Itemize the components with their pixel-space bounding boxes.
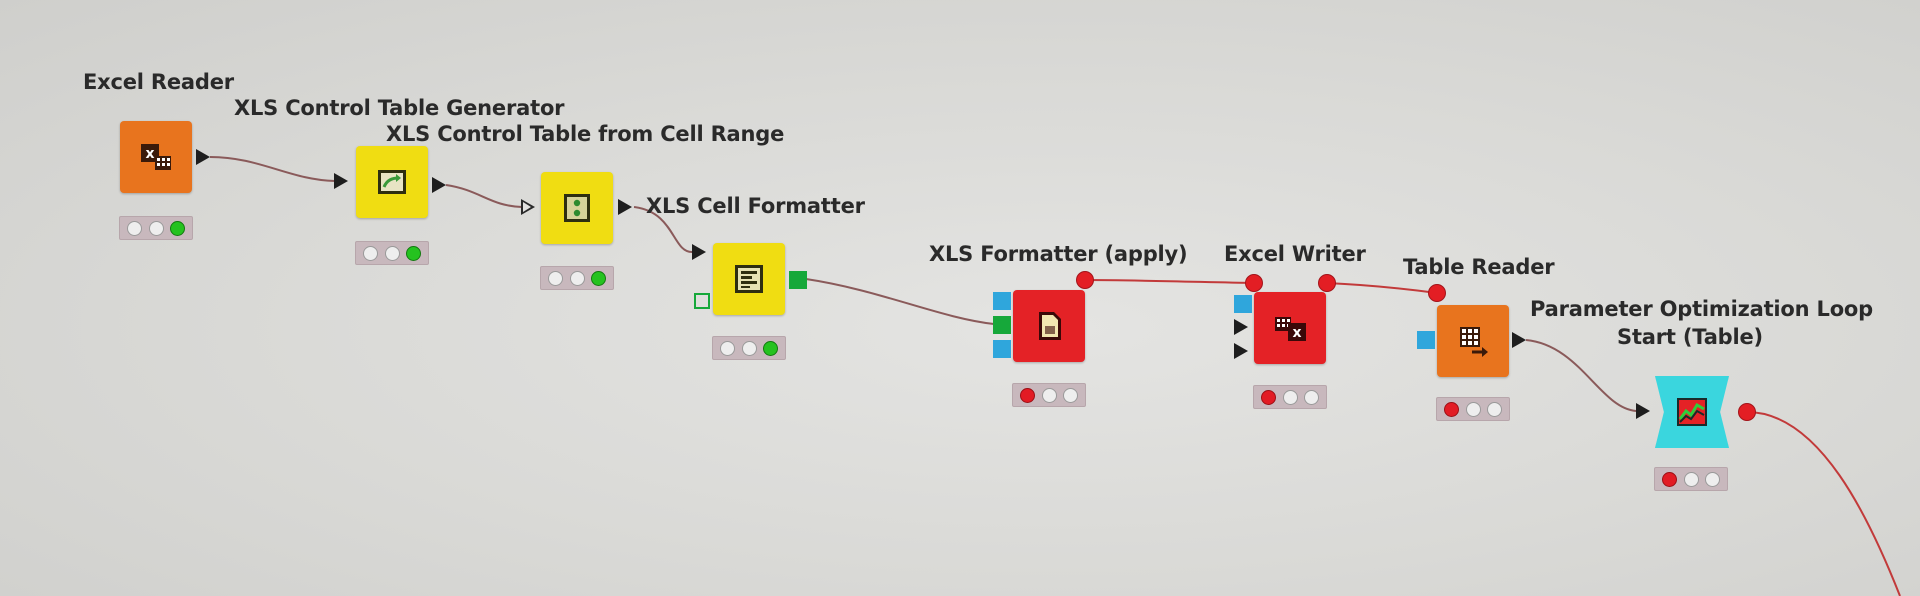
status-light-green-off xyxy=(1063,387,1079,403)
output-port-xls-control-table-from-cell-range[interactable] xyxy=(618,199,632,215)
status-light-yellow-off xyxy=(569,270,585,286)
status-light-green-on xyxy=(406,245,422,261)
flow-variable-out-port-excel-writer[interactable] xyxy=(1318,274,1336,292)
input-port-excel-writer-blue[interactable] xyxy=(1234,295,1252,313)
node-xls-control-table-generator[interactable] xyxy=(356,146,428,218)
node-label-line-2: Start (Table) xyxy=(1617,325,1763,349)
node-parameter-optimization-loop-start[interactable] xyxy=(1655,376,1729,448)
node-table-reader[interactable] xyxy=(1437,305,1509,377)
status-light-yellow-off xyxy=(1041,387,1057,403)
status-light-yellow-off xyxy=(384,245,400,261)
output-port-excel-reader[interactable] xyxy=(196,149,210,165)
status-light-red-off xyxy=(547,270,563,286)
connection-table-reader-to-optimization-loop[interactable] xyxy=(1525,339,1637,412)
status-light-red-on xyxy=(1019,387,1035,403)
node-label-xls-formatter-apply[interactable]: XLS Formatter (apply) xyxy=(929,242,1188,266)
status-light-green-on xyxy=(763,340,779,356)
status-light-red-off xyxy=(126,220,142,236)
input-port-parameter-optimization-loop-start[interactable] xyxy=(1636,403,1650,419)
svg-text:x: x xyxy=(1292,325,1301,341)
status-light-green-on xyxy=(170,220,186,236)
output-port-xls-cell-formatter[interactable] xyxy=(789,271,807,289)
status-light-red-off xyxy=(719,340,735,356)
status-light-red-on xyxy=(1443,401,1459,417)
node-label-xls-control-table-generator[interactable]: XLS Control Table Generator xyxy=(234,96,565,120)
status-table-reader xyxy=(1436,397,1510,421)
flow-variable-out-port-xls-formatter-apply[interactable] xyxy=(1076,271,1094,289)
input-port-xls-control-table-from-cell-range[interactable] xyxy=(521,199,535,215)
status-light-green-off xyxy=(1487,401,1503,417)
output-port-table-reader[interactable] xyxy=(1512,332,1526,348)
excel-reader-icon: x xyxy=(139,140,173,174)
output-port-xls-control-table-generator[interactable] xyxy=(432,177,446,193)
table-reader-icon xyxy=(1456,324,1490,358)
status-light-red-on xyxy=(1661,471,1677,487)
connection-cell-formatter-to-formatter-apply[interactable] xyxy=(805,278,995,325)
status-light-green-on xyxy=(591,270,607,286)
node-xls-control-table-from-cell-range[interactable] xyxy=(541,172,613,244)
status-light-red-off xyxy=(362,245,378,261)
node-xls-formatter-apply[interactable] xyxy=(1013,290,1085,362)
optimization-loop-icon xyxy=(1675,395,1709,429)
node-xls-cell-formatter[interactable] xyxy=(713,243,785,315)
node-label-parameter-optimization-loop-start[interactable]: Parameter Optimization Loop Start (Table… xyxy=(1530,295,1873,351)
connection-cell-range-to-cell-formatter[interactable] xyxy=(633,206,693,253)
node-label-excel-writer[interactable]: Excel Writer xyxy=(1224,242,1366,266)
status-light-yellow-off xyxy=(1465,401,1481,417)
status-light-yellow-off xyxy=(1683,471,1699,487)
status-excel-writer xyxy=(1253,385,1327,409)
status-light-red-on xyxy=(1260,389,1276,405)
input-port-xls-formatter-apply-blue-2[interactable] xyxy=(993,340,1011,358)
node-label-line-1: Parameter Optimization Loop xyxy=(1530,297,1873,321)
variable-connection-excel-writer-to-table-reader[interactable] xyxy=(1326,282,1438,294)
node-label-xls-cell-formatter[interactable]: XLS Cell Formatter xyxy=(646,194,865,218)
input-port-xls-formatter-apply-green[interactable] xyxy=(993,316,1011,334)
connection-control-table-generator-to-cell-range[interactable] xyxy=(445,184,523,208)
excel-writer-icon: x xyxy=(1273,311,1307,345)
input-port-excel-writer-table-1[interactable] xyxy=(1234,319,1248,335)
formatter-apply-icon xyxy=(1032,309,1066,343)
connection-excel-reader-to-control-table-generator[interactable] xyxy=(209,156,336,182)
flow-variable-out-port-parameter-optimization-loop-start[interactable] xyxy=(1738,403,1756,421)
control-table-generator-icon xyxy=(375,165,409,199)
flow-variable-in-port-table-reader[interactable] xyxy=(1428,284,1446,302)
node-label-xls-control-table-from-cell-range[interactable]: XLS Control Table from Cell Range xyxy=(386,122,785,146)
cell-range-icon xyxy=(560,191,594,225)
status-parameter-optimization-loop-start xyxy=(1654,467,1728,491)
flow-variable-in-port-excel-writer[interactable] xyxy=(1245,274,1263,292)
status-light-yellow-off xyxy=(741,340,757,356)
status-xls-cell-formatter xyxy=(712,336,786,360)
node-excel-reader[interactable]: x xyxy=(120,121,192,193)
variable-connection-formatter-apply-to-excel-writer[interactable] xyxy=(1084,279,1255,284)
variable-connection-optimization-loop-outgoing[interactable] xyxy=(1746,411,1901,596)
input-port-xls-formatter-apply-blue-1[interactable] xyxy=(993,292,1011,310)
status-light-green-off xyxy=(1705,471,1721,487)
input-port-xls-control-table-generator[interactable] xyxy=(334,173,348,189)
input-port-xls-cell-formatter[interactable] xyxy=(692,244,706,260)
node-excel-writer[interactable]: x xyxy=(1254,292,1326,364)
status-xls-control-table-generator xyxy=(355,241,429,265)
status-light-yellow-off xyxy=(148,220,164,236)
status-excel-reader xyxy=(119,216,193,240)
input-port-table-reader-blue[interactable] xyxy=(1417,331,1435,349)
node-label-table-reader[interactable]: Table Reader xyxy=(1403,255,1555,279)
status-light-green-off xyxy=(1304,389,1320,405)
status-xls-control-table-from-cell-range xyxy=(540,266,614,290)
status-xls-formatter-apply xyxy=(1012,383,1086,407)
cell-formatter-icon xyxy=(732,262,766,296)
svg-text:x: x xyxy=(145,146,154,162)
input-port-excel-writer-table-2[interactable] xyxy=(1234,343,1248,359)
input-port-xls-cell-formatter-optional[interactable] xyxy=(694,293,710,309)
node-label-excel-reader[interactable]: Excel Reader xyxy=(83,70,234,94)
status-light-yellow-off xyxy=(1282,389,1298,405)
